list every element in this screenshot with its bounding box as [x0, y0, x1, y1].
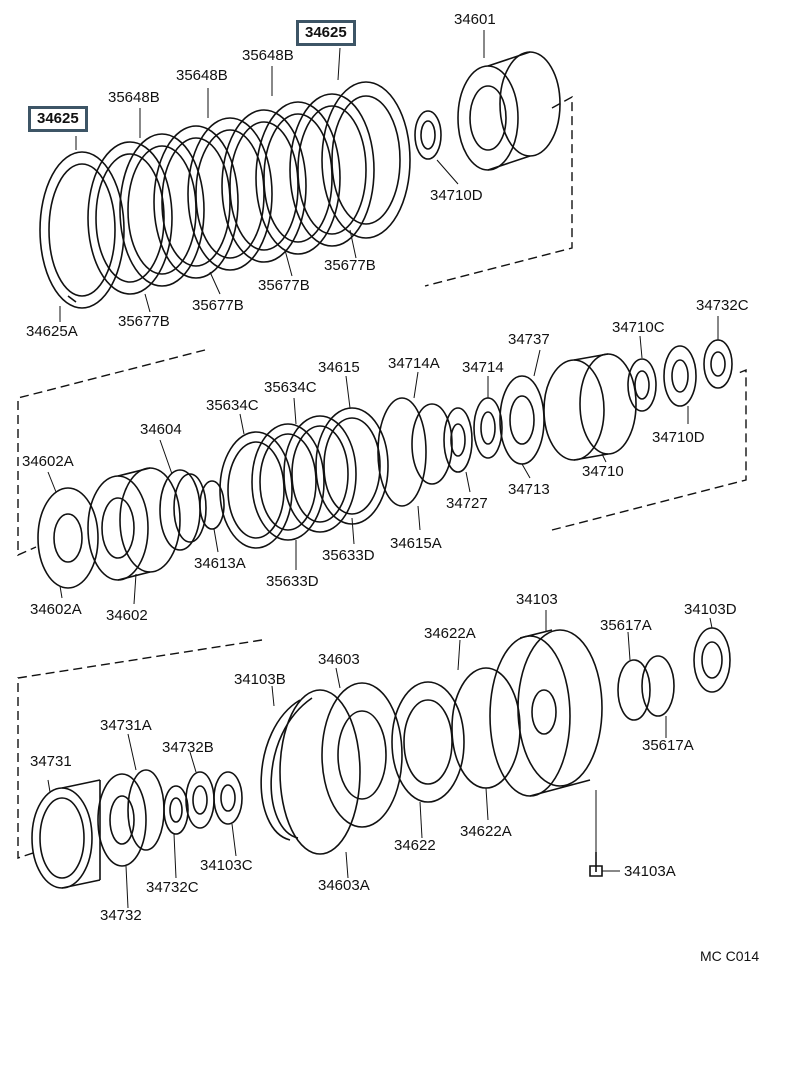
part-label-34625-left[interactable]: 34625 [28, 106, 88, 132]
thrust-washer-34710D-top [414, 110, 442, 160]
part-label-34615A[interactable]: 34615A [390, 535, 442, 552]
part-label-34603[interactable]: 34603 [318, 651, 360, 668]
part-label-34727[interactable]: 34727 [446, 495, 488, 512]
o-ring-35617A-b [641, 655, 675, 717]
snap-ring-34613A [199, 480, 225, 530]
snap-ring-34625A [39, 151, 125, 309]
top-group-outline [424, 95, 573, 287]
snap-ring-34714A [411, 403, 453, 485]
one-way-clutch-34604 [159, 469, 207, 551]
part-label-34732C-top[interactable]: 34732C [696, 297, 749, 314]
part-label-34622[interactable]: 34622 [394, 837, 436, 854]
part-label-34710D-top[interactable]: 34710D [430, 187, 483, 204]
part-label-34714A[interactable]: 34714A [388, 355, 440, 372]
part-label-34737[interactable]: 34737 [508, 331, 550, 348]
snap-ring-34603A [279, 689, 361, 855]
part-label-34732B[interactable]: 34732B [162, 739, 214, 756]
part-label-35634C-a[interactable]: 35634C [206, 397, 259, 414]
part-label-35677B-d[interactable]: 35677B [324, 257, 376, 274]
part-label-34103B[interactable]: 34103B [234, 671, 286, 688]
part-label-35648B-a[interactable]: 35648B [108, 89, 160, 106]
diagram-code: MC C014 [700, 948, 760, 964]
thrust-washer-34103D [693, 627, 731, 693]
leaders-middle [47, 316, 719, 605]
thrust-washer-34732C-top [703, 339, 733, 389]
middle-group-outline [17, 349, 747, 557]
planetary-carrier-34710 [543, 353, 637, 461]
part-label-35648B-c[interactable]: 35648B [242, 47, 294, 64]
part-label-34710D-mid[interactable]: 34710D [652, 429, 705, 446]
part-label-35617A-b[interactable]: 35617A [642, 737, 694, 754]
part-label-34603A[interactable]: 34603A [318, 877, 370, 894]
brake-band-34103B [260, 697, 313, 841]
clutch-disc-stack-top [87, 81, 411, 295]
part-label-35617A-a[interactable]: 35617A [600, 617, 652, 634]
part-label-34103D[interactable]: 34103D [684, 601, 737, 618]
bottom-group-outline [17, 639, 263, 859]
thrust-washer-34602A [37, 487, 99, 589]
part-label-34613A[interactable]: 34613A [194, 555, 246, 572]
part-label-34625-top[interactable]: 34625 [296, 20, 356, 46]
part-label-35677B-b[interactable]: 35677B [192, 297, 244, 314]
thrust-washer-34710C [627, 358, 657, 412]
part-label-35633D-a[interactable]: 35633D [266, 573, 319, 590]
bearing-34714 [473, 397, 503, 459]
part-label-35633D-b[interactable]: 35633D [322, 547, 375, 564]
part-label-34713[interactable]: 34713 [508, 481, 550, 498]
part-label-34103A[interactable]: 34103A [624, 863, 676, 880]
leaders-bottom [47, 610, 713, 909]
part-label-35648B-b[interactable]: 35648B [176, 67, 228, 84]
part-label-34601[interactable]: 34601 [454, 11, 496, 28]
part-label-34103[interactable]: 34103 [516, 591, 558, 608]
return-spring-34622 [391, 681, 465, 803]
part-label-34710[interactable]: 34710 [582, 463, 624, 480]
clutch-drum-34601 [457, 51, 561, 171]
clutch-hub-34602 [87, 467, 181, 581]
part-label-35677B-c[interactable]: 35677B [258, 277, 310, 294]
thrust-washer-34103C [213, 771, 243, 825]
part-label-34625A[interactable]: 34625A [26, 323, 78, 340]
part-label-34622A-top[interactable]: 34622A [424, 625, 476, 642]
o-ring-35617A-a [617, 659, 651, 721]
part-label-34602[interactable]: 34602 [106, 607, 148, 624]
thrust-washer-34732C-bottom [163, 785, 189, 835]
part-label-34615[interactable]: 34615 [318, 359, 360, 376]
part-label-34602A-top[interactable]: 34602A [22, 453, 74, 470]
part-label-34622A-bottom[interactable]: 34622A [460, 823, 512, 840]
bearing-34732B [185, 771, 215, 829]
bearing-34710D [663, 345, 697, 407]
part-label-34714[interactable]: 34714 [462, 359, 504, 376]
thrust-washer-34727 [443, 407, 473, 473]
sun-gear-34713 [499, 375, 545, 465]
part-label-34731A[interactable]: 34731A [100, 717, 152, 734]
part-label-35677B-a[interactable]: 35677B [118, 313, 170, 330]
part-label-34604[interactable]: 34604 [140, 421, 182, 438]
brake-housing-34103 [489, 629, 603, 797]
part-label-34732C-bottom[interactable]: 34732C [146, 879, 199, 896]
piston-34603 [321, 682, 403, 828]
part-label-34731[interactable]: 34731 [30, 753, 72, 770]
leaders-top [59, 30, 485, 322]
snap-ring-34615A [377, 397, 427, 507]
part-label-34103C[interactable]: 34103C [200, 857, 253, 874]
part-label-35634C-b[interactable]: 35634C [264, 379, 317, 396]
ring-gear-34732 [97, 773, 147, 867]
clutch-disc-stack-middle [219, 407, 389, 549]
part-label-34732[interactable]: 34732 [100, 907, 142, 924]
bolt-34103A [589, 852, 603, 877]
o-ring-34622A [451, 667, 521, 789]
part-label-34710C[interactable]: 34710C [612, 319, 665, 336]
drum-34731 [31, 779, 101, 889]
part-label-34602A-bottom[interactable]: 34602A [30, 601, 82, 618]
